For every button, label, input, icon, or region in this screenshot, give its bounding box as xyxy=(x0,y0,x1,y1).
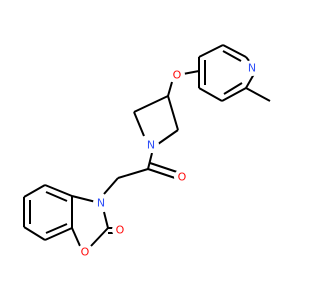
azetidine-nitrogen-label: N xyxy=(147,139,155,152)
bond-pyridine-4 xyxy=(245,73,255,89)
azetidine-nitrogen-atom: N xyxy=(143,137,159,153)
bond-benzene-2 xyxy=(23,184,46,198)
bond-benzene-1-inner xyxy=(45,191,68,202)
bond-ether-pyridine xyxy=(182,70,200,75)
carbonyl-oxygen-label: O xyxy=(116,224,125,237)
bond-methyl xyxy=(245,87,271,102)
ring-oxygen-label: O xyxy=(81,246,90,259)
carbonyl-oxygen-atom: O xyxy=(112,222,128,238)
bond-pyridine-1 xyxy=(198,44,224,58)
bond-carbonyl-methylene xyxy=(117,168,149,179)
bond-ether-azetidine xyxy=(167,81,173,97)
bond-azetidine-3 xyxy=(133,111,145,137)
bond-pyridine-2-inner xyxy=(222,50,242,62)
bond-benzene-4 xyxy=(23,226,46,241)
bond-n-c2 xyxy=(103,211,109,229)
ether-oxygen-label: O xyxy=(173,69,182,82)
amide-oxygen-atom: O xyxy=(174,169,190,185)
bond-benzene-5-inner xyxy=(45,223,68,234)
bond-benzene-1 xyxy=(44,184,73,197)
bond-pyridine-6 xyxy=(198,87,223,102)
bond-pyridine-5 xyxy=(221,87,247,102)
bond-azetidine-4 xyxy=(133,95,169,113)
bond-azetidine-2 xyxy=(157,129,179,145)
ether-oxygen-atom: O xyxy=(169,67,185,83)
bond-carbonyl-double-b xyxy=(149,162,178,173)
bond-pyridine-2 xyxy=(222,44,247,58)
benzoxazolone-nitrogen-atom: N xyxy=(93,195,109,211)
bond-pyridine-5-inner xyxy=(223,82,243,95)
pyridine-nitrogen-atom: N xyxy=(244,60,260,76)
bond-c2-ring-o xyxy=(90,227,109,247)
bond-methylene-nitrogen xyxy=(103,177,119,195)
bond-azetidine-carbonyl xyxy=(147,152,153,170)
pyridine-nitrogen-label: N xyxy=(248,62,256,75)
bond-ring-o-c7a xyxy=(71,227,81,247)
bond-carbonyl-double-a xyxy=(147,168,176,179)
benzoxazolone-nitrogen-label: N xyxy=(97,197,105,210)
bond-azetidine-1 xyxy=(167,95,179,131)
bond-layer xyxy=(23,44,271,247)
molecule-diagram: O N N O N O O xyxy=(23,44,271,260)
atom-layer: O N N O N O O xyxy=(77,60,260,260)
bond-c3a-n xyxy=(71,195,97,203)
bond-benzene-5 xyxy=(44,227,73,241)
ring-oxygen-atom: O xyxy=(77,244,93,260)
amide-oxygen-label: O xyxy=(178,171,187,184)
